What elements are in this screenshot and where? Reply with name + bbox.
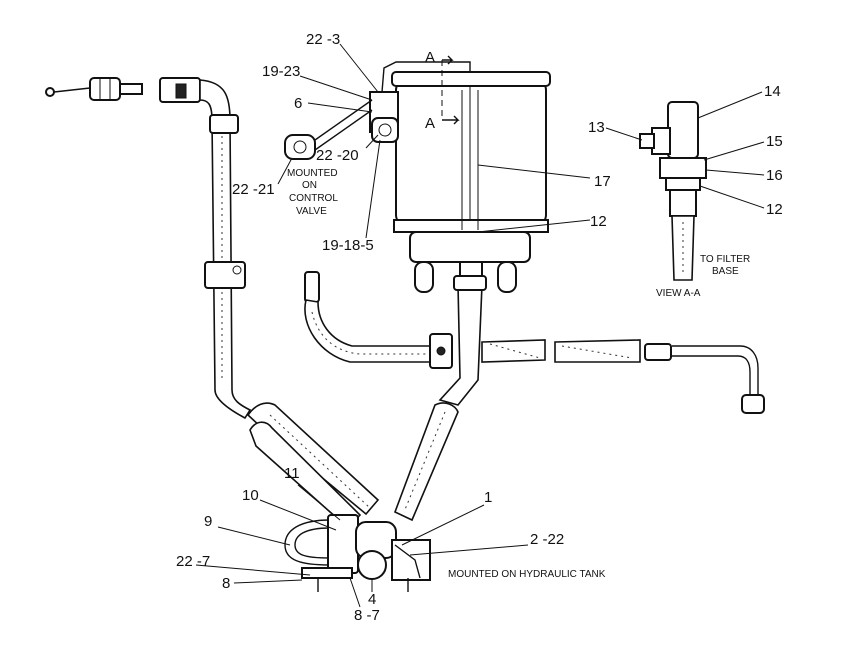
callout-9: 9 bbox=[204, 513, 212, 530]
callout-10: 10 bbox=[242, 487, 259, 504]
callout-22-3: 22 -3 bbox=[306, 31, 340, 48]
callout-8: 8 bbox=[222, 575, 230, 592]
callout-1: 1 bbox=[484, 489, 492, 506]
callout-12-top: 12 bbox=[590, 213, 607, 230]
callout-13: 13 bbox=[588, 119, 605, 136]
section-mark-top: A bbox=[425, 49, 435, 66]
callout-6: 6 bbox=[294, 95, 302, 112]
callout-14: 14 bbox=[764, 83, 781, 100]
callout-19-18-5: 19-18-5 bbox=[322, 237, 374, 254]
note-control-valve-line-1: MOUNTED bbox=[287, 168, 338, 179]
callout-16: 16 bbox=[766, 167, 783, 184]
callout-labels: 22 -3 19-23 6 22 -20 22 -21 19-18-5 17 1… bbox=[176, 31, 783, 624]
filter-assembly bbox=[369, 55, 551, 293]
callout-11: 11 bbox=[284, 465, 300, 482]
callout-19-23: 19-23 bbox=[262, 63, 300, 80]
view-a-a-label: VIEW A-A bbox=[656, 288, 701, 299]
note-control-valve-line-3: CONTROL bbox=[289, 193, 338, 204]
control-valve-flange bbox=[284, 99, 399, 160]
left-hose-assembly bbox=[45, 77, 252, 420]
note-control-valve-line-2: ON bbox=[302, 180, 317, 191]
cross-hose-assembly bbox=[304, 271, 765, 414]
callout-22-21: 22 -21 bbox=[232, 181, 275, 198]
callout-17: 17 bbox=[594, 173, 611, 190]
callout-8-7: 8 -7 bbox=[354, 607, 380, 624]
note-filter-base-line-2: BASE bbox=[712, 266, 739, 277]
note-hydraulic-tank: MOUNTED ON HYDRAULIC TANK bbox=[448, 569, 606, 580]
callout-22-20: 22 -20 bbox=[316, 147, 359, 164]
leader-lines bbox=[195, 43, 765, 608]
view-a-a-detail bbox=[639, 101, 707, 281]
section-mark-bottom: A bbox=[425, 115, 435, 132]
callout-2-22: 2 -22 bbox=[530, 531, 564, 548]
tank-bracket-assembly bbox=[284, 514, 431, 592]
diagram-notes: MOUNTED ON CONTROL VALVE MOUNTED ON HYDR… bbox=[287, 49, 750, 580]
note-filter-base-line-1: TO FILTER bbox=[700, 254, 750, 265]
callout-22-7: 22 -7 bbox=[176, 553, 210, 570]
lower-hose-assembly bbox=[246, 275, 487, 530]
callout-15: 15 bbox=[766, 133, 783, 150]
callout-4: 4 bbox=[368, 591, 376, 608]
callout-12-view: 12 bbox=[766, 201, 783, 218]
note-control-valve-line-4: VALVE bbox=[296, 206, 327, 217]
